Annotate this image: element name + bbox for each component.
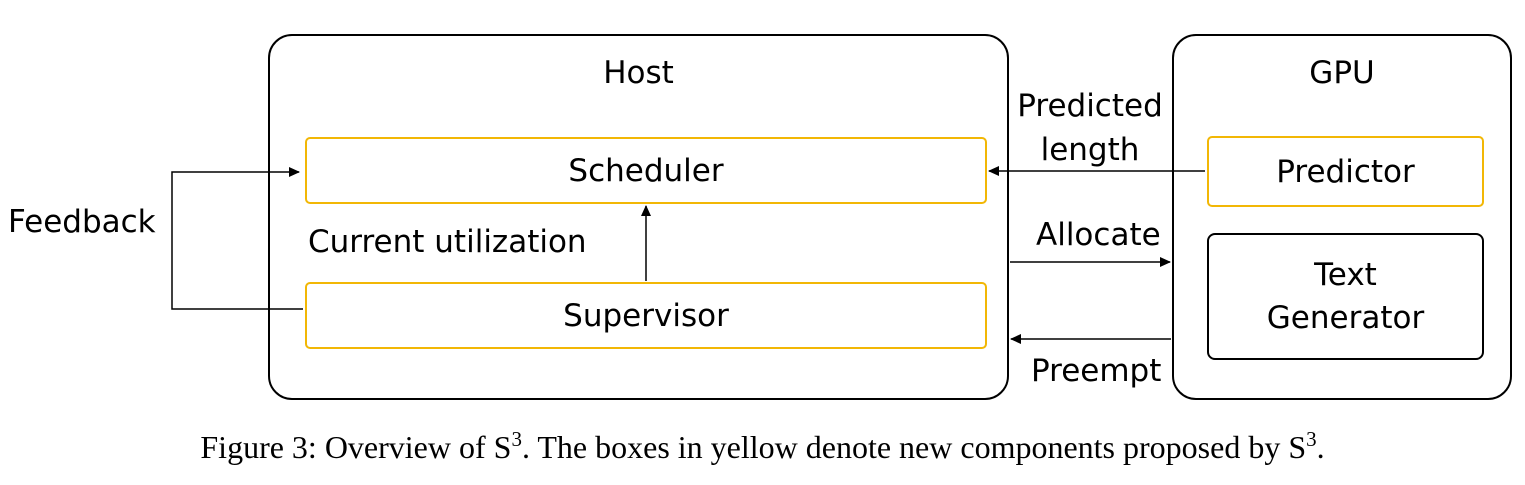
feedback-label: Feedback	[8, 204, 156, 240]
caption-suffix: .	[1316, 429, 1325, 465]
caption-superscript-2: 3	[1306, 427, 1317, 451]
allocate-label: Allocate	[1036, 217, 1161, 253]
predicted-length-label: Predicted length	[1017, 88, 1163, 168]
scheduler-box: Scheduler	[305, 137, 987, 204]
caption-middle: . The boxes in yellow denote new compone…	[521, 429, 1307, 465]
text-generator-box: Text Generator	[1207, 233, 1484, 360]
current-utilization-label: Current utilization	[308, 224, 587, 260]
caption-prefix: Figure 3: Overview of S	[200, 429, 512, 465]
figure-caption: Figure 3: Overview of S3. The boxes in y…	[0, 426, 1525, 468]
supervisor-box: Supervisor	[305, 282, 987, 349]
host-title: Host	[603, 55, 674, 91]
caption-superscript-1: 3	[511, 427, 522, 451]
connector-layer	[171, 166, 1205, 344]
predictor-box: Predictor	[1207, 136, 1484, 207]
gpu-title: GPU	[1309, 55, 1375, 91]
preempt-label: Preempt	[1031, 353, 1162, 389]
feedback-arrow	[171, 167, 303, 310]
